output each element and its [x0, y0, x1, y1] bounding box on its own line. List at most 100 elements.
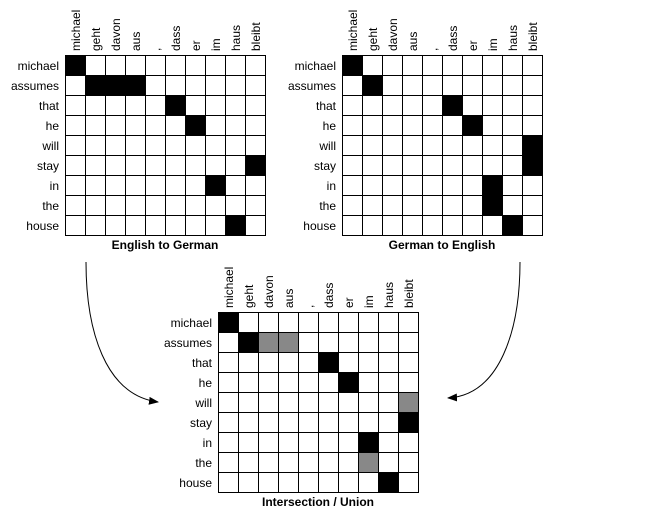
- alignment-cell-empty: [239, 453, 259, 473]
- alignment-cell-empty: [86, 56, 106, 76]
- alignment-cell-empty: [523, 96, 543, 116]
- alignment-cell-empty: [379, 373, 399, 393]
- alignment-cell-empty: [443, 136, 463, 156]
- alignment-cell-empty: [399, 313, 419, 333]
- alignment-cell-empty: [166, 116, 186, 136]
- alignment-cell-empty: [379, 333, 399, 353]
- row-label-8: house: [26, 219, 59, 233]
- alignment-cell-empty: [219, 333, 239, 353]
- alignment-cell-gray: [259, 333, 279, 353]
- alignment-cell-empty: [259, 353, 279, 373]
- alignment-cell-empty: [379, 433, 399, 453]
- alignment-cell-empty: [403, 76, 423, 96]
- alignment-cell-empty: [523, 216, 543, 236]
- row-label-5: stay: [189, 416, 212, 430]
- alignment-cell-empty: [246, 136, 266, 156]
- alignment-cell-empty: [166, 176, 186, 196]
- alignment-cell-empty: [379, 393, 399, 413]
- alignment-cell-empty: [206, 216, 226, 236]
- alignment-cell-empty: [503, 116, 523, 136]
- alignment-cell-black: [399, 413, 419, 433]
- alignment-cell-empty: [423, 116, 443, 136]
- alignment-cell-empty: [363, 156, 383, 176]
- alignment-cell-empty: [66, 116, 86, 136]
- alignment-cell-empty: [523, 196, 543, 216]
- alignment-cell-empty: [166, 216, 186, 236]
- alignment-cell-black: [226, 216, 246, 236]
- alignment-cell-empty: [239, 413, 259, 433]
- alignment-cell-empty: [403, 136, 423, 156]
- alignment-cell-empty: [259, 373, 279, 393]
- row-label-7: the: [42, 199, 59, 213]
- alignment-cell-empty: [186, 56, 206, 76]
- alignment-cell-empty: [319, 433, 339, 453]
- alignment-cell-empty: [359, 413, 379, 433]
- arrow-right-to-union: [447, 261, 521, 402]
- alignment-cell-empty: [503, 56, 523, 76]
- row-label-6: in: [49, 179, 59, 193]
- alignment-cell-empty: [359, 313, 379, 333]
- alignment-cell-empty: [66, 196, 86, 216]
- alignment-cell-empty: [363, 116, 383, 136]
- alignment-cell-empty: [443, 156, 463, 176]
- alignment-cell-gray: [399, 393, 419, 413]
- alignment-cell-empty: [379, 413, 399, 433]
- row-label-6: in: [326, 179, 336, 193]
- alignment-cell-empty: [383, 136, 403, 156]
- alignment-cell-empty: [259, 453, 279, 473]
- alignment-cell-black: [443, 96, 463, 116]
- alignment-cell-empty: [403, 216, 423, 236]
- alignment-cell-empty: [379, 453, 399, 473]
- alignment-cell-empty: [463, 76, 483, 96]
- alignment-cell-empty: [246, 96, 266, 116]
- alignment-cell-empty: [379, 353, 399, 373]
- alignment-cell-empty: [259, 393, 279, 413]
- alignment-cell-empty: [503, 196, 523, 216]
- row-label-3: he: [198, 376, 212, 390]
- panel-caption: English to German: [111, 238, 219, 252]
- alignment-cell-empty: [146, 136, 166, 156]
- alignment-cell-black: [339, 373, 359, 393]
- alignment-cell-empty: [443, 216, 463, 236]
- alignment-cell-empty: [146, 56, 166, 76]
- alignment-cell-empty: [86, 156, 106, 176]
- alignment-cell-empty: [186, 196, 206, 216]
- alignment-cell-empty: [299, 413, 319, 433]
- alignment-cell-empty: [186, 216, 206, 236]
- alignment-cell-empty: [206, 116, 226, 136]
- alignment-cell-empty: [483, 136, 503, 156]
- alignment-cell-empty: [483, 216, 503, 236]
- alignment-cell-empty: [443, 56, 463, 76]
- alignment-cell-empty: [186, 136, 206, 156]
- arrow-left-to-union: [85, 261, 159, 405]
- alignment-cell-empty: [399, 333, 419, 353]
- alignment-cell-empty: [463, 136, 483, 156]
- row-label-5: stay: [36, 159, 59, 173]
- alignment-cell-black: [359, 433, 379, 453]
- alignment-cell-empty: [279, 413, 299, 433]
- alignment-cell-empty: [403, 176, 423, 196]
- row-label-6: in: [202, 436, 212, 450]
- alignment-cell-empty: [339, 413, 359, 433]
- alignment-cell-black: [483, 176, 503, 196]
- alignment-cell-black: [463, 116, 483, 136]
- alignment-cell-empty: [246, 56, 266, 76]
- alignment-cell-empty: [343, 76, 363, 96]
- alignment-cell-empty: [383, 176, 403, 196]
- alignment-cell-empty: [299, 353, 319, 373]
- row-label-7: the: [195, 456, 212, 470]
- alignment-cell-empty: [239, 373, 259, 393]
- alignment-cell-empty: [299, 373, 319, 393]
- alignment-cell-empty: [339, 313, 359, 333]
- alignment-cell-empty: [226, 136, 246, 156]
- alignment-cell-empty: [219, 373, 239, 393]
- row-label-1: assumes: [163, 336, 212, 350]
- alignment-cell-empty: [423, 76, 443, 96]
- alignment-cell-empty: [363, 216, 383, 236]
- alignment-cell-empty: [66, 76, 86, 96]
- alignment-cell-empty: [166, 56, 186, 76]
- alignment-cell-empty: [246, 116, 266, 136]
- alignment-cell-empty: [523, 56, 543, 76]
- row-label-3: he: [45, 119, 59, 133]
